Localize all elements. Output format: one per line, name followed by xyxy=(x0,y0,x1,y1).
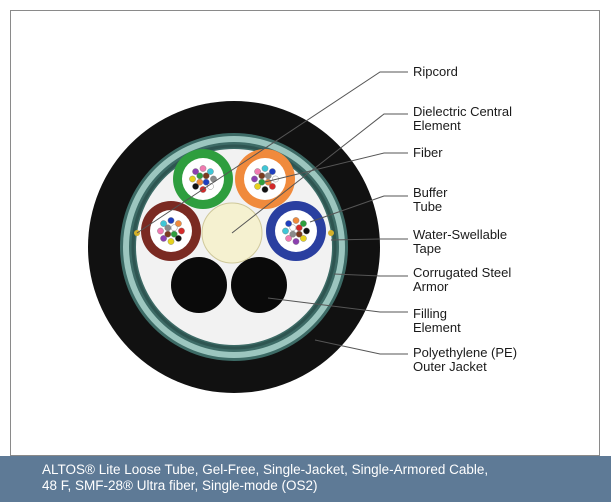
fiber xyxy=(202,172,210,180)
fiber xyxy=(282,227,289,235)
fiber xyxy=(167,238,175,245)
label-ripcord: Ripcord xyxy=(413,64,458,79)
fiber xyxy=(178,227,185,235)
fiber xyxy=(269,168,276,175)
armor-highlight xyxy=(123,136,345,358)
armor-inner-ring xyxy=(131,144,337,350)
buffer-tube-orange xyxy=(235,149,295,209)
fiber xyxy=(167,217,175,224)
fiber xyxy=(300,235,307,242)
filling-element-right xyxy=(231,257,287,313)
leader-filling xyxy=(267,297,408,313)
buffer-tube-green xyxy=(173,149,233,209)
label-corrugated-steel-armor: Corrugated Steel Armor xyxy=(413,265,512,294)
fiber xyxy=(170,224,178,232)
fiber xyxy=(160,235,167,242)
fiber xyxy=(192,183,199,190)
caption-bar: ALTOS® Lite Loose Tube, Gel-Free, Single… xyxy=(0,456,611,502)
fiber xyxy=(269,183,276,190)
leader-ripcord xyxy=(136,71,408,234)
fiber xyxy=(295,224,303,232)
fiber xyxy=(254,183,261,190)
leader-buffer xyxy=(309,195,408,223)
label-polyethylene-outer-jacket: Polyethylene (PE) Outer Jacket xyxy=(413,345,518,374)
buffer-tube-brown xyxy=(141,201,201,261)
label-buffer-tube: Buffer Tube xyxy=(413,185,448,214)
caption-line-2: 48 F, SMF-28® Ultra fiber, Single-mode (… xyxy=(42,478,318,493)
fiber xyxy=(300,220,307,227)
buffer-tube-blue xyxy=(266,201,326,261)
fiber xyxy=(175,235,182,242)
leader-jacket xyxy=(314,339,408,355)
caption-line-1: ALTOS® Lite Loose Tube, Gel-Free, Single… xyxy=(42,462,489,477)
fiber xyxy=(285,220,292,227)
fiber xyxy=(264,172,272,180)
fiber xyxy=(261,165,269,172)
fiber xyxy=(207,168,214,175)
fiber xyxy=(285,235,292,242)
fiber xyxy=(254,168,261,175)
fiber xyxy=(189,175,196,183)
fiber-bundles xyxy=(157,165,310,245)
fiber xyxy=(261,186,269,193)
fiber xyxy=(251,175,258,183)
fiber xyxy=(303,227,310,235)
fiber xyxy=(157,227,164,235)
leader-fiber xyxy=(264,152,408,183)
fiber xyxy=(199,165,207,172)
fiber xyxy=(160,220,167,227)
fiber xyxy=(292,238,300,245)
label-filling-element: Filling Element xyxy=(413,306,461,335)
leader-lines xyxy=(136,71,408,355)
fiber xyxy=(175,220,182,227)
leader-armor xyxy=(333,273,408,277)
ripcord-right xyxy=(328,230,334,236)
label-dielectric-central-element: Dielectric Central Element xyxy=(413,104,512,133)
filling-element-left xyxy=(171,257,227,313)
label-fiber: Fiber xyxy=(413,145,443,160)
fiber xyxy=(192,168,199,175)
fiber xyxy=(292,217,300,224)
leader-tape xyxy=(330,238,408,241)
leader-dielectric xyxy=(231,113,408,234)
label-water-swellable-tape: Water-Swellable Tape xyxy=(413,227,508,256)
